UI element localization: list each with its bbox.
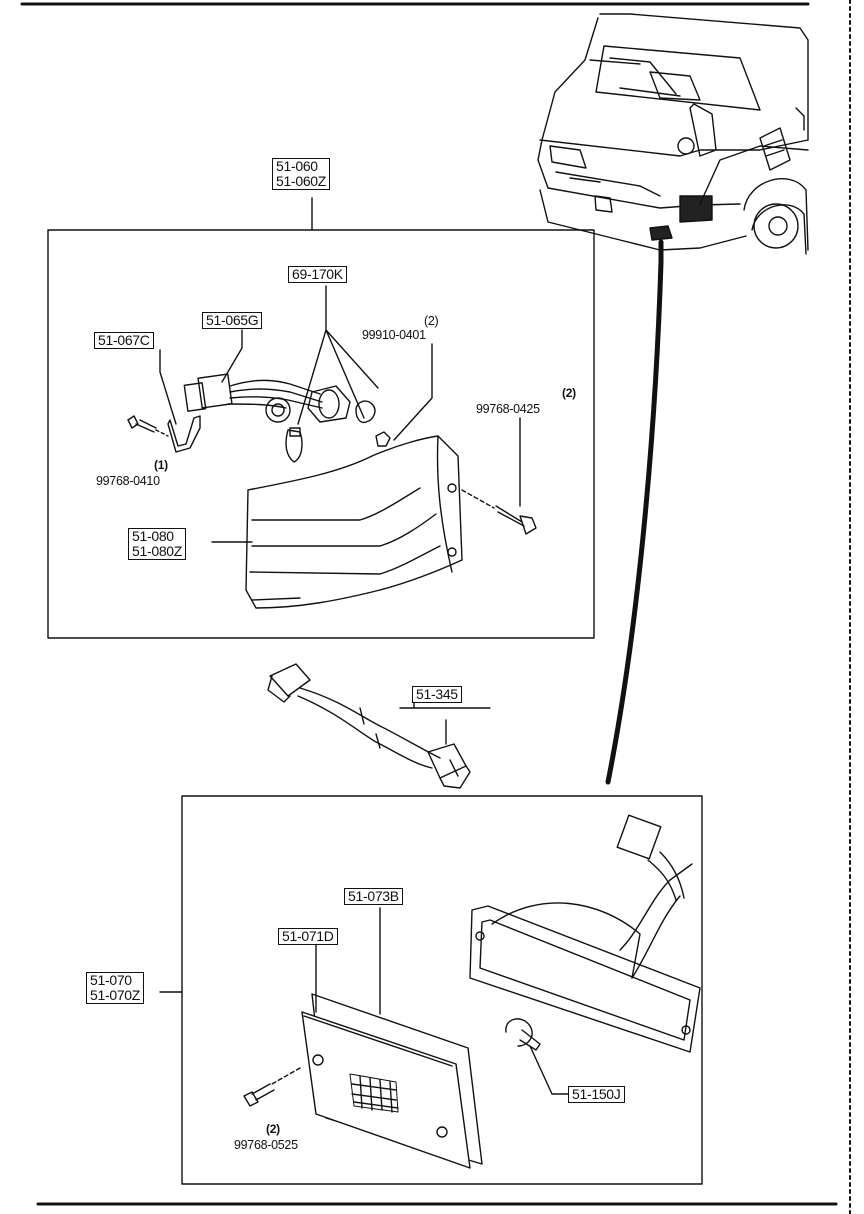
screw-a-part (127, 415, 169, 437)
label-side-lamp-asm: 51-070 51-070Z (86, 972, 145, 1004)
bracket-part (167, 415, 201, 453)
vehicle-illustration (537, 13, 809, 255)
label-nut: 99910-0401 (362, 328, 426, 342)
label-side-lens: 51-071D (278, 928, 338, 945)
screw-c-part (243, 1067, 301, 1107)
side-lamp-housing-part (469, 814, 701, 1053)
label-socket-wire: 51-065G (202, 312, 263, 329)
label-bracket: 51-067C (94, 332, 154, 349)
side-lamp-frame (181, 795, 703, 1185)
front-lamp-frame (47, 229, 595, 639)
side-bulb-part (505, 1018, 541, 1051)
label-screw-a: 99768-0410 (96, 474, 160, 488)
label-screw-b-note: (2) (562, 386, 576, 400)
label-screw-c-note: (2) (266, 1122, 280, 1136)
socket-wire-part (183, 373, 351, 423)
bulb-part (285, 400, 376, 463)
label-side-bulb: 51-150J (568, 1086, 625, 1103)
label-gasket: 51-073B (344, 888, 403, 905)
label-screw-c: 99768-0525 (234, 1138, 298, 1152)
front-lens-part (245, 435, 463, 609)
label-screw-a-note: (1) (154, 458, 168, 472)
label-lens: 51-080 51-080Z (128, 528, 187, 560)
label-front-lamp-asm: 51-060 51-060Z (272, 158, 331, 190)
side-lens-part (301, 1011, 471, 1169)
label-harness: 51-345 (412, 686, 462, 703)
harness-part (267, 663, 471, 789)
nut-part (375, 431, 391, 447)
label-nut-note: (2) (424, 314, 439, 328)
screw-b-part (461, 489, 537, 535)
location-leader (605, 239, 664, 785)
label-screw-b: 99768-0425 (476, 402, 540, 416)
label-bulb: 69-170K (288, 266, 347, 283)
